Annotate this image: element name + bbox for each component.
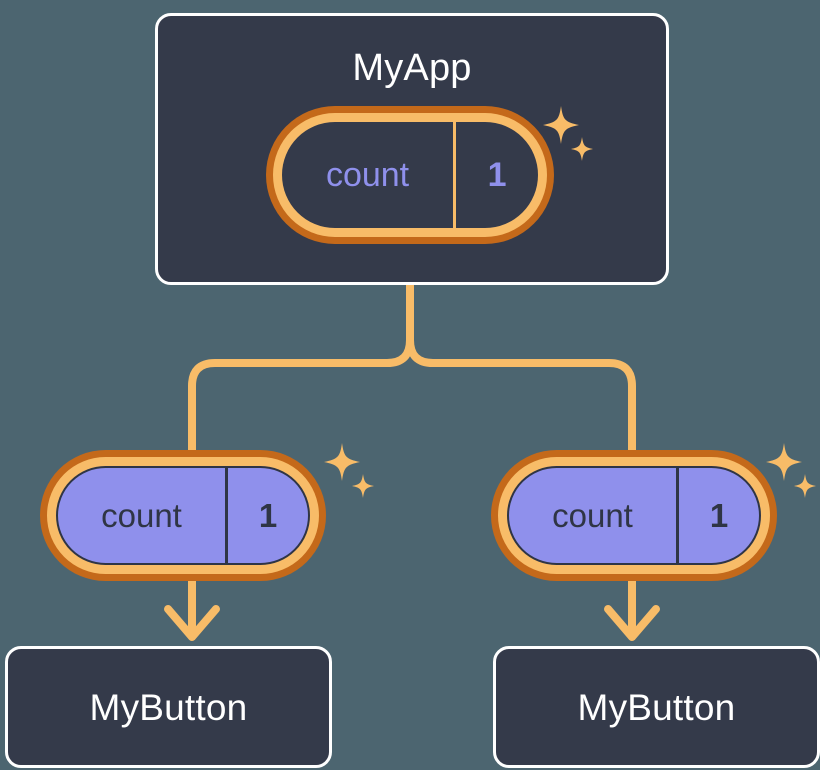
state-value: 1 (258, 496, 278, 534)
component-title: MyButton (577, 686, 736, 728)
down-arrow-icon (164, 578, 220, 641)
pill-outer-ring: count 1 (273, 113, 547, 237)
pill-body: count 1 (507, 466, 761, 565)
pill-outer-ring: count 1 (498, 457, 770, 574)
component-card-mybutton-left[interactable]: MyButton (5, 646, 332, 768)
down-arrow-icon (604, 578, 660, 641)
state-key: count (58, 468, 228, 563)
component-card-mybutton-right[interactable]: MyButton (493, 646, 820, 768)
state-value: 1 (709, 496, 729, 534)
pill-outer-ring: count 1 (47, 457, 319, 574)
state-key: count (509, 468, 679, 563)
tree-branch-connector (188, 281, 636, 456)
state-value: 1 (487, 155, 507, 194)
state-key: count (282, 122, 457, 228)
state-pill-myapp[interactable]: count 1 (266, 106, 554, 244)
state-pill-right[interactable]: count 1 (491, 450, 777, 581)
component-title: MyButton (89, 686, 248, 728)
pill-body: count 1 (282, 122, 538, 228)
component-title: MyApp (352, 47, 472, 89)
pill-body: count 1 (56, 466, 310, 565)
state-pill-left[interactable]: count 1 (40, 450, 326, 581)
